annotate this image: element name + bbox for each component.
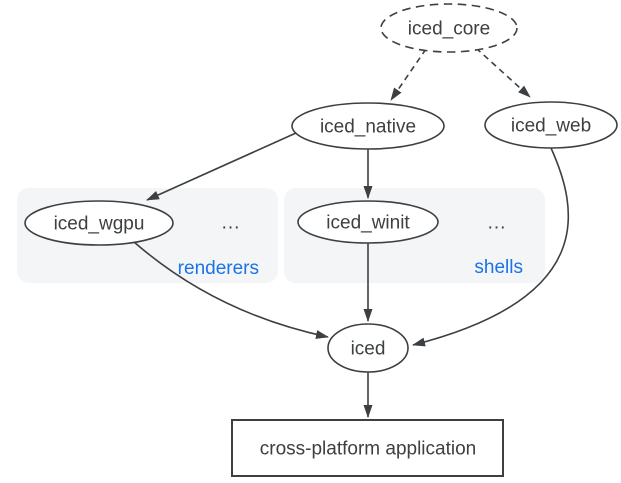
iced-label: iced	[351, 339, 386, 360]
node-iced-web: iced_web	[484, 101, 618, 149]
node-iced-wgpu: iced_wgpu	[24, 200, 174, 246]
shells-group-label: shells	[474, 257, 523, 278]
iced-wgpu-shape	[24, 200, 174, 246]
node-iced-winit: iced_winit	[297, 200, 439, 244]
iced-winit-label: iced_winit	[326, 213, 410, 234]
renderers-group-label: renderers	[178, 258, 259, 279]
edge-iced-native-to-iced-wgpu	[146, 132, 297, 201]
iced-native-shape	[291, 102, 445, 150]
iced-core-label: iced_core	[408, 19, 490, 40]
app-box	[231, 419, 504, 477]
node-iced: iced	[327, 323, 409, 373]
node-cross-platform-application: cross-platform application	[231, 419, 504, 477]
iced-winit-shape	[297, 200, 439, 244]
edge-iced-wgpu-to-iced	[133, 241, 329, 339]
edge-iced-core-to-iced-native	[390, 48, 427, 101]
edge-iced-web-to-iced	[412, 147, 570, 347]
iced-web-label: iced_web	[511, 116, 591, 137]
node-iced-native: iced_native	[291, 102, 445, 150]
renderers-ellipsis: ...	[222, 213, 241, 234]
shells-ellipsis: ...	[488, 213, 507, 234]
iced-core-shape	[380, 3, 518, 53]
edge-iced-core-to-iced-web	[475, 47, 531, 98]
iced-wgpu-label: iced_wgpu	[54, 214, 145, 235]
iced-shape	[327, 323, 409, 373]
iced-web-shape	[484, 101, 618, 149]
iced-native-label: iced_native	[320, 117, 416, 138]
node-iced-core: iced_core	[380, 3, 518, 53]
app-label: cross-platform application	[260, 439, 476, 460]
